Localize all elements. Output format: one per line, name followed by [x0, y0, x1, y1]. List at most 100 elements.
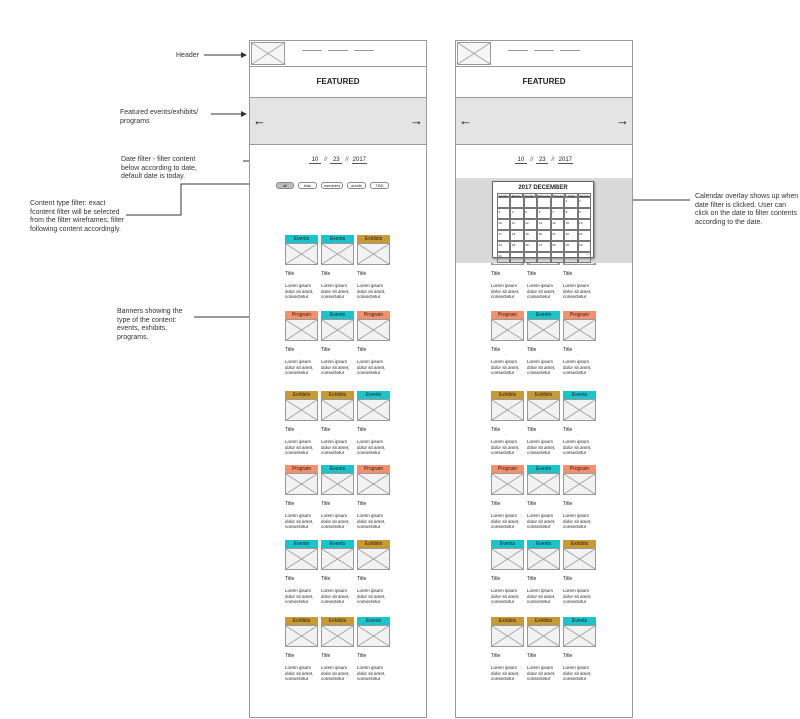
content-type-banner: Program — [285, 465, 318, 473]
calendar-day[interactable]: 6 — [537, 208, 551, 219]
calendar-day[interactable]: 16 — [577, 219, 591, 230]
date-year[interactable]: 2017 — [557, 157, 574, 164]
calendar-day[interactable]: 31 — [497, 252, 511, 263]
filter-chip-tbd[interactable]: TBD — [370, 182, 389, 189]
filter-chip-all[interactable]: all — [276, 182, 294, 189]
calendar-day[interactable]: 28 — [550, 241, 565, 252]
calendar-day[interactable]: 30 — [577, 241, 591, 252]
calendar-day[interactable]: 19 — [523, 230, 538, 241]
calendar-day[interactable]: 25 — [510, 241, 524, 252]
calendar-day[interactable]: 4 — [510, 208, 524, 219]
calendar-day[interactable] — [564, 252, 578, 263]
calendar-day[interactable] — [537, 197, 551, 208]
nav-link[interactable] — [328, 50, 348, 51]
filter-chip-members[interactable]: members — [321, 182, 343, 189]
calendar-day[interactable] — [523, 252, 538, 263]
nav-link[interactable] — [302, 50, 322, 51]
filter-chip-adults[interactable]: adults — [347, 182, 366, 189]
calendar-day[interactable]: 18 — [510, 230, 524, 241]
calendar-day[interactable] — [550, 252, 565, 263]
calendar-day[interactable]: 2 — [577, 197, 591, 208]
calendar-day[interactable]: 22 — [564, 230, 578, 241]
calendar-day[interactable]: 14 — [550, 219, 565, 230]
calendar-day[interactable] — [497, 197, 511, 208]
calendar-day[interactable]: 15 — [564, 219, 578, 230]
calendar-day[interactable]: 27 — [537, 241, 551, 252]
calendar-day[interactable]: 8 — [564, 208, 578, 219]
carousel-left-arrow-icon[interactable]: ← — [459, 113, 472, 128]
carousel-right-arrow-icon[interactable]: → — [410, 113, 423, 128]
calendar-day[interactable]: 20 — [537, 230, 551, 241]
nav-link[interactable] — [534, 50, 554, 51]
date-year[interactable]: 2017 — [351, 157, 368, 164]
calendar-day[interactable]: 5 — [523, 208, 538, 219]
calendar-day[interactable]: 7 — [550, 208, 565, 219]
date-filter[interactable]: 10//23//2017 — [456, 157, 632, 164]
calendar-day[interactable] — [537, 252, 551, 263]
calendar-day[interactable] — [523, 197, 538, 208]
calendar-day[interactable]: 10 — [497, 219, 511, 230]
calendar-day[interactable]: 12 — [523, 219, 538, 230]
nav-link[interactable] — [354, 50, 374, 51]
calendar-day[interactable]: 1 — [564, 197, 578, 208]
calendar-day[interactable]: 13 — [537, 219, 551, 230]
calendar-day[interactable] — [550, 197, 565, 208]
calendar-day[interactable]: 17 — [497, 230, 511, 241]
calendar-day[interactable] — [577, 252, 591, 263]
date-month[interactable]: 10 — [308, 157, 321, 164]
date-month[interactable]: 10 — [514, 157, 527, 164]
calendar-day[interactable] — [510, 197, 524, 208]
calendar-day[interactable]: 29 — [564, 241, 578, 252]
nav-link[interactable] — [508, 50, 528, 51]
date-day[interactable]: 23 — [330, 157, 343, 164]
nav-link[interactable] — [560, 50, 580, 51]
calendar-day[interactable]: 23 — [577, 230, 591, 241]
carousel-left-arrow-icon[interactable]: ← — [253, 113, 266, 128]
calendar-day[interactable]: 9 — [577, 208, 591, 219]
calendar-day[interactable]: 24 — [497, 241, 511, 252]
date-day[interactable]: 23 — [536, 157, 549, 164]
calendar-day[interactable] — [510, 252, 524, 263]
calendar-day[interactable]: 26 — [523, 241, 538, 252]
filter-chip-kids[interactable]: kids — [298, 182, 317, 189]
calendar-day[interactable]: 21 — [550, 230, 565, 241]
calendar-day[interactable]: 11 — [510, 219, 524, 230]
date-filter[interactable]: 10//23//2017 — [250, 157, 426, 164]
carousel-right-arrow-icon[interactable]: → — [616, 113, 629, 128]
calendar-day[interactable]: 3 — [497, 208, 511, 219]
